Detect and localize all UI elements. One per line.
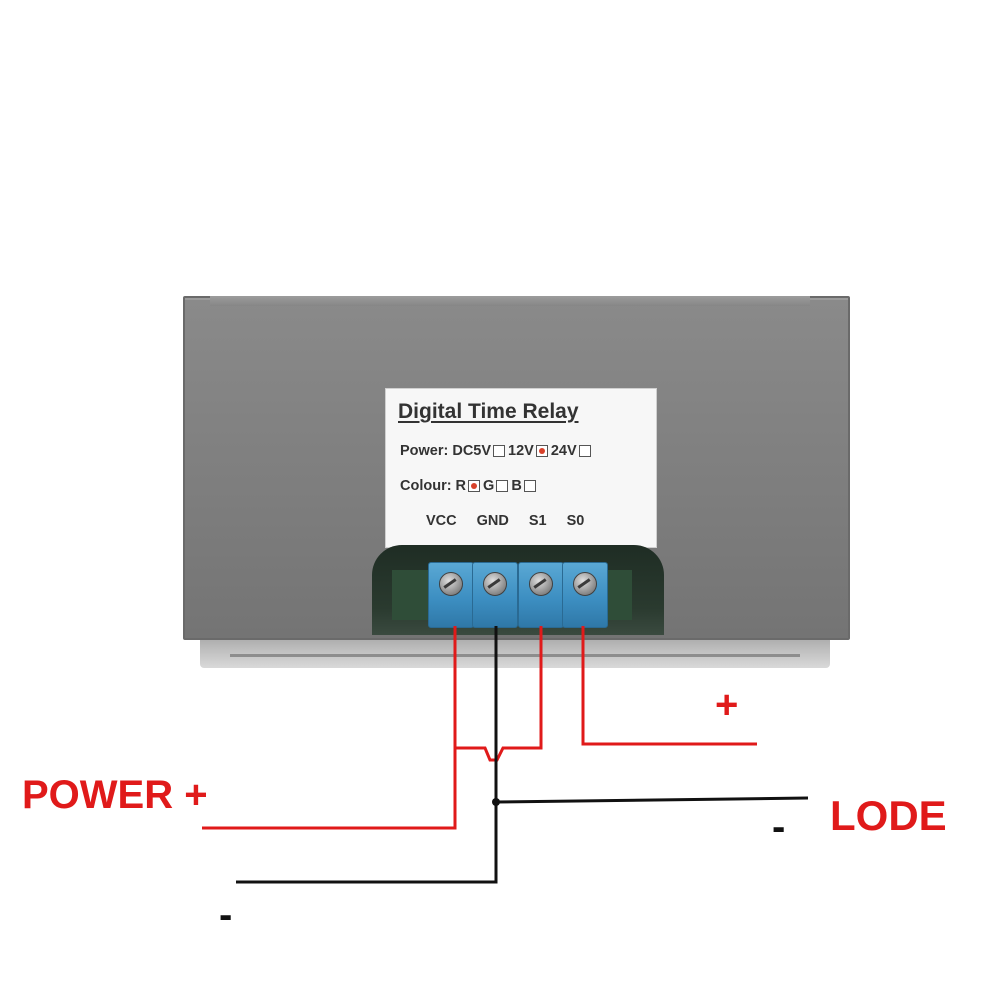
label-title: Digital Time Relay bbox=[398, 400, 579, 423]
colour-label: Colour: bbox=[400, 478, 452, 494]
load-annotation: LODE bbox=[830, 792, 947, 839]
colour-g-checkbox bbox=[496, 480, 509, 492]
pin-label-s0: S0 bbox=[566, 513, 585, 529]
load-positive-wire bbox=[581, 626, 757, 746]
power-dc5v-checkbox bbox=[493, 445, 506, 457]
screw-s0-icon[interactable] bbox=[573, 572, 597, 596]
device-label bbox=[385, 388, 657, 548]
power-option-dc5v: DC5V bbox=[452, 443, 506, 459]
colour-option-r: R bbox=[456, 478, 481, 494]
pin-labels-row: VCC GND S1 S0 bbox=[426, 513, 604, 529]
power-12v-checkbox bbox=[535, 445, 548, 457]
screw-s1-icon[interactable] bbox=[529, 572, 553, 596]
screw-vcc-icon[interactable] bbox=[439, 572, 463, 596]
power-option-row: Power: DC5V 12V 24V bbox=[400, 443, 594, 459]
power-positive-wire bbox=[202, 626, 457, 830]
power-label: Power: bbox=[400, 443, 449, 459]
device-top-lip bbox=[210, 296, 810, 306]
device-bottom-groove bbox=[230, 654, 800, 657]
power-annotation: POWER + bbox=[22, 773, 208, 817]
vcc-to-s1-jumper-wire bbox=[455, 626, 543, 762]
load-plus-sign: + bbox=[715, 683, 739, 727]
pin-label-s1: S1 bbox=[528, 513, 547, 529]
colour-option-b: B bbox=[511, 478, 536, 494]
device-bottom-rim bbox=[200, 636, 830, 668]
load-minus-sign: - bbox=[772, 805, 786, 849]
colour-b-checkbox bbox=[523, 480, 536, 492]
screw-gnd-icon[interactable] bbox=[483, 572, 507, 596]
power-24v-checkbox bbox=[578, 445, 591, 457]
load-negative-wire bbox=[495, 796, 809, 804]
ground-junction-dot bbox=[492, 798, 500, 806]
colour-option-row: Colour: R G B bbox=[400, 478, 539, 494]
ground-wire bbox=[236, 626, 498, 884]
colour-option-g: G bbox=[483, 478, 509, 494]
pin-label-vcc: VCC bbox=[426, 513, 457, 529]
power-option-12v: 12V bbox=[508, 443, 548, 459]
power-option-24v: 24V bbox=[551, 443, 591, 459]
pin-label-gnd: GND bbox=[476, 513, 509, 529]
colour-r-checkbox bbox=[468, 480, 481, 492]
power-plus-sign: + bbox=[184, 773, 208, 817]
power-minus-sign: - bbox=[219, 893, 233, 937]
